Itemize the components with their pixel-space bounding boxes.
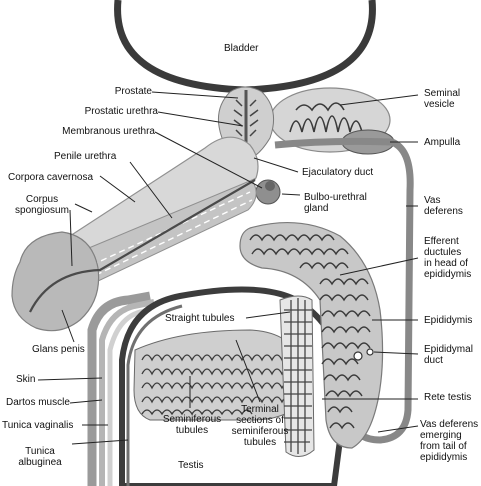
label-tunica-vaginalis: Tunica vaginalis	[2, 420, 74, 431]
label-vas-deferens: Vas deferens	[424, 195, 463, 217]
skin-layer	[87, 291, 151, 486]
label-seminiferous-tubules: Seminiferous tubules	[162, 414, 222, 436]
prostate-glands	[233, 99, 259, 137]
epididymal-duct-dot-2	[366, 348, 374, 356]
label-efferent-ductules: Efferent ductules in head of epididymis	[424, 236, 472, 280]
urethra-line	[29, 179, 256, 313]
tunica-vaginalis-layer	[107, 305, 161, 486]
efferent-ductules-coils	[249, 234, 371, 430]
penile-urethra-dashes	[91, 191, 253, 276]
label-vas-deferens-tail: Vas deferens emerging from tail of epidi…	[420, 419, 479, 463]
label-corpora-cavernosa: Corpora cavernosa	[8, 172, 94, 183]
label-ejaculatory-duct: Ejaculatory duct	[302, 167, 374, 178]
dartos-layer	[99, 299, 155, 486]
label-corpus-spongiosum: Corpus spongiosum	[15, 194, 69, 216]
label-seminal-vesicle: Seminal vesicle	[424, 88, 461, 110]
label-tunica-albuginea: Tunica albuginea	[18, 446, 62, 468]
tunica-albuginea-shape	[126, 304, 183, 486]
label-straight-tubules: Straight tubules	[165, 313, 235, 324]
label-penile-urethra: Penile urethra	[54, 151, 117, 162]
seminal-vesicle-coils	[289, 102, 363, 133]
label-epididymis: Epididymis	[424, 315, 473, 326]
label-rete-testis: Rete testis	[424, 392, 472, 403]
label-bulbo-urethral-gland: Bulbo-urethral gland	[304, 192, 367, 214]
label-prostatic-urethra: Prostatic urethra	[84, 106, 158, 117]
glans-penis-shape	[11, 231, 100, 332]
epididymal-duct-dot	[353, 351, 363, 361]
label-skin: Skin	[16, 374, 36, 385]
rete-testis-network	[284, 298, 312, 454]
vas-deferens-shape	[274, 137, 414, 444]
bulbo-urethral-gland-duct	[265, 181, 275, 191]
label-epididymal-duct: Epididymal duct	[424, 344, 473, 366]
label-testis: Testis	[178, 460, 204, 471]
leader-lines	[37, 91, 419, 445]
label-bladder: Bladder	[224, 43, 259, 54]
label-membranous-urethra: Membranous urethra	[62, 126, 155, 137]
label-dartos-muscle: Dartos muscle	[6, 397, 70, 408]
label-terminal-sections: Terminal sections of seminiferous tubule…	[231, 404, 289, 448]
label-glans-penis: Glans penis	[32, 344, 85, 355]
label-ampulla: Ampulla	[424, 137, 461, 148]
seminiferous-tubules-coils	[141, 354, 293, 416]
label-prostate: Prostate	[114, 86, 152, 97]
